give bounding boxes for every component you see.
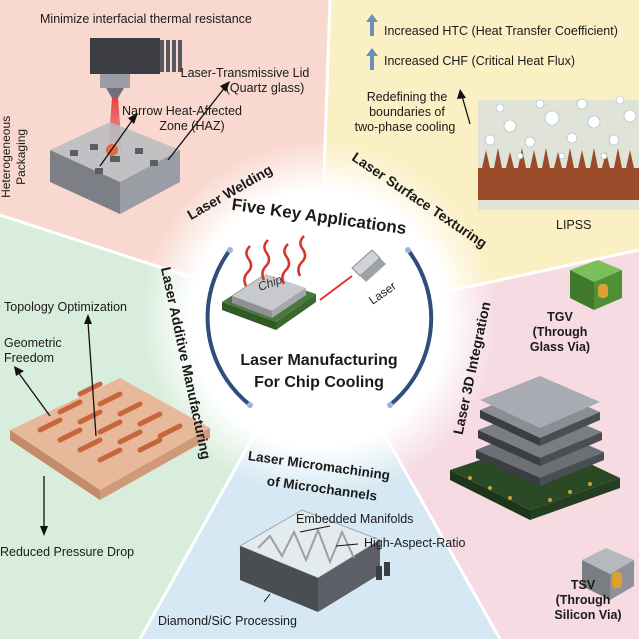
welding-side-line1: Heterogeneous <box>0 115 14 198</box>
main-title-line1: Laser Manufacturing <box>240 352 398 369</box>
additive-topology: Topology Optimization <box>4 300 127 314</box>
welding-side-line2: Packaging <box>14 128 29 185</box>
center-laser-head <box>319 249 386 301</box>
welding-top-text: Minimize interfacial thermal resistance <box>40 12 252 26</box>
texturing-chf: Increased CHF (Critical Heat Flux) <box>384 54 576 68</box>
main-title-line2: For Chip Cooling <box>254 374 384 391</box>
additive-geo-line1: Geometric <box>4 336 62 350</box>
texturing-redefine-line2: boundaries of <box>369 105 445 119</box>
ring-arc-right <box>388 248 434 407</box>
texturing-redefine-line3: two-phase cooling <box>354 120 456 134</box>
integration-tgv-line1: TGV <box>547 310 573 324</box>
texturing-redefine-line1: Redefining the <box>366 90 448 104</box>
welding-lid-line2: (Quartz glass) <box>225 81 305 95</box>
welding-haz-line2: Zone (HAZ) <box>159 119 225 133</box>
ring-arc-left <box>205 248 252 407</box>
integration-tsv-line2: (Through <box>555 593 611 607</box>
center-chip <box>222 235 386 330</box>
additive-pressure: Reduced Pressure Drop <box>0 545 135 559</box>
integration-tsv-line3: Silicon Via) <box>554 608 622 622</box>
integration-illustration <box>450 260 634 600</box>
integration-tsv-line1: TSV <box>570 578 596 592</box>
integration-tgv-line3: Glass Via) <box>529 340 591 354</box>
additive-geo-line2: Freedom <box>4 351 55 365</box>
texturing-illustration <box>366 14 639 210</box>
welding-illustration <box>50 38 230 214</box>
welding-haz-line1: Narrow Heat-Affected <box>122 104 242 118</box>
texturing-lipss: LIPSS <box>556 218 592 232</box>
micromachining-aspect: High-Aspect-Ratio <box>364 536 466 550</box>
micromachining-diamond: Diamond/SiC Processing <box>158 614 297 628</box>
micromachining-manifolds: Embedded Manifolds <box>296 512 414 526</box>
additive-illustration <box>10 314 210 536</box>
micromachining-illustration <box>238 509 390 612</box>
integration-tgv-line2: (Through <box>532 325 588 339</box>
texturing-htc: Increased HTC (Heat Transfer Coefficient… <box>384 24 618 38</box>
welding-lid-line1: Laser-Transmissive Lid <box>180 66 310 80</box>
